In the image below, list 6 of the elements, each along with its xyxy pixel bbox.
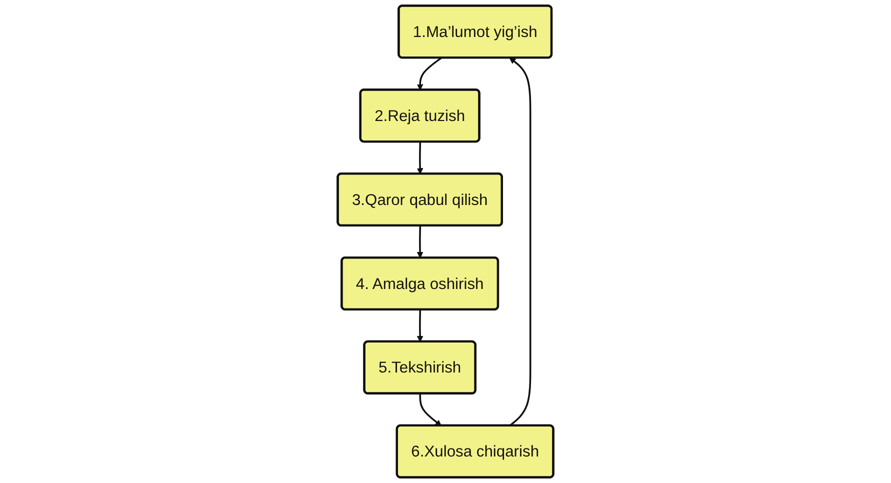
- arrow: [416, 310, 424, 342]
- arrow: [416, 57, 442, 90]
- arrow: [416, 142, 424, 174]
- arrow: [509, 58, 532, 426]
- arrow: [416, 226, 424, 258]
- arrow: [419, 394, 442, 426]
